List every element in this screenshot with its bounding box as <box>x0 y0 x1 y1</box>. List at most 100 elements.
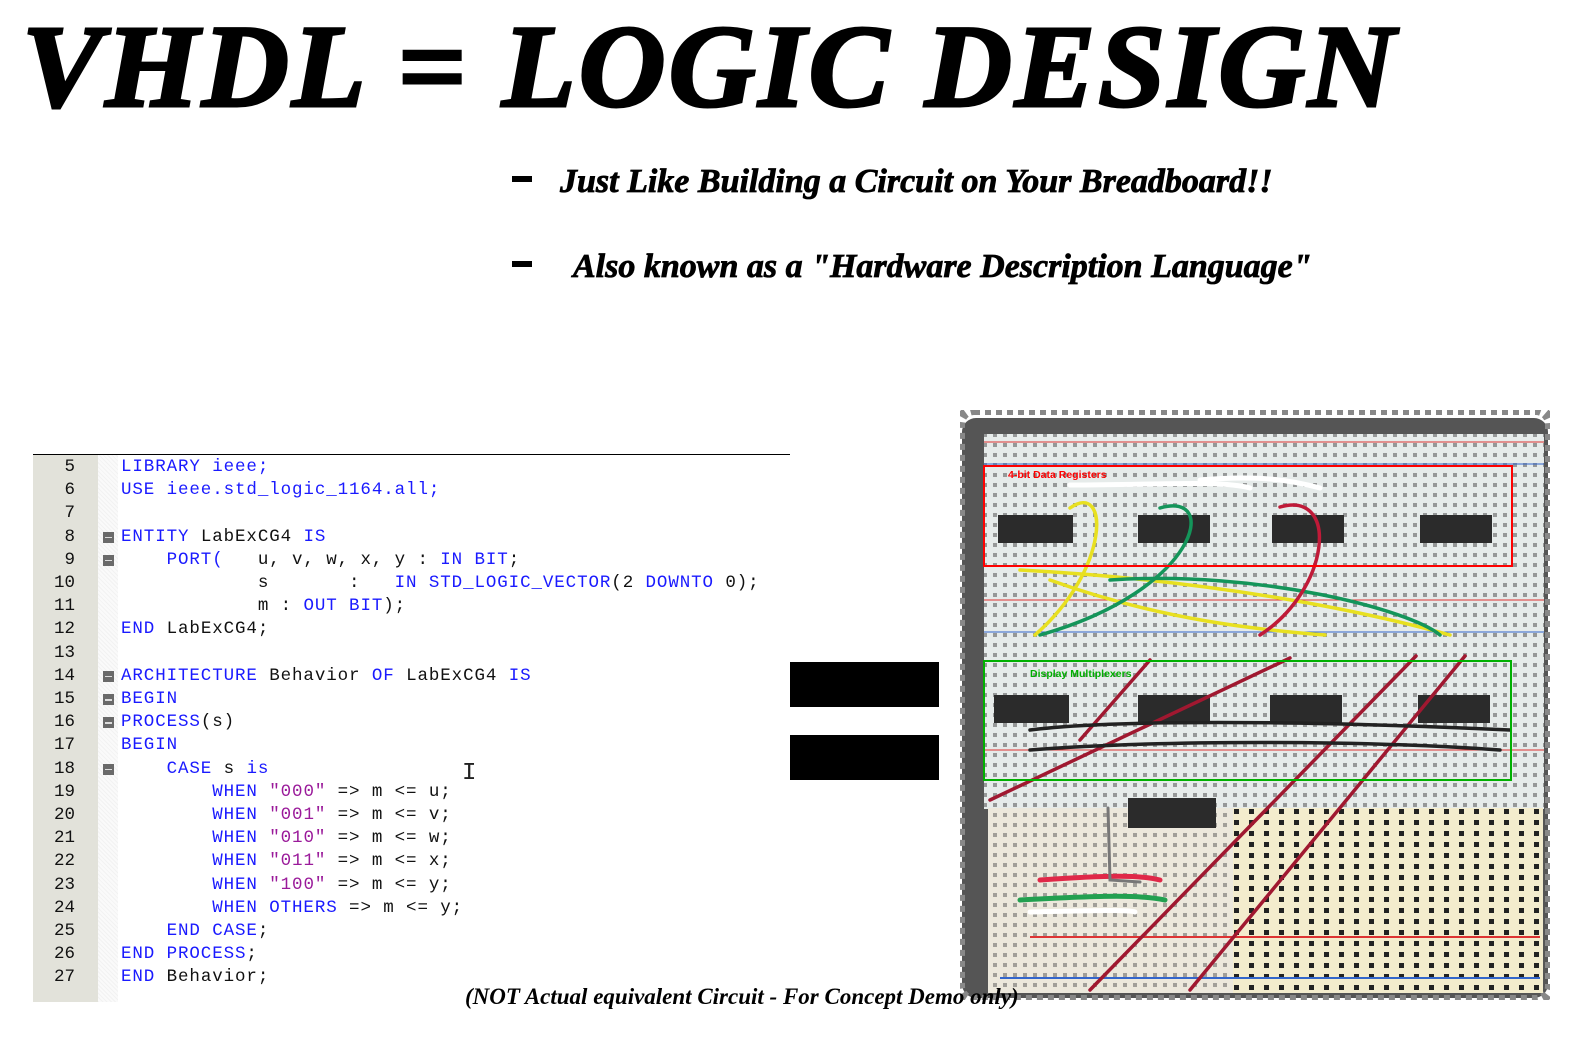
code-keyword: WHEN <box>121 805 270 825</box>
line-number: 22 <box>53 851 75 872</box>
code-keyword: WHEN <box>121 828 270 849</box>
code-keyword: PORT( <box>121 549 224 570</box>
multiplexers-box <box>983 660 1512 781</box>
line-number: 16 <box>53 712 75 733</box>
code-line[interactable]: 7 <box>33 502 790 525</box>
line-number: 7 <box>64 503 75 524</box>
line-number: 12 <box>53 619 75 640</box>
line-number: 24 <box>53 897 75 918</box>
code-line[interactable]: 19 WHEN "000" => m <= u; <box>33 781 790 804</box>
line-number-gutter <box>33 455 98 1002</box>
line-number: 20 <box>53 805 75 825</box>
line-number: 27 <box>53 967 75 988</box>
code-text: ENTITY LabExCG4 IS <box>121 526 326 549</box>
line-number: 10 <box>53 573 75 593</box>
fold-collapse-icon[interactable] <box>103 717 114 729</box>
code-line[interactable]: 14 ARCHITECTURE Behavior OF LabExCG4 IS <box>33 665 790 688</box>
code-text: USE ieee.std_logic_1164.all; <box>121 479 440 502</box>
code-keyword: WHEN <box>121 781 270 802</box>
code-token: s <box>212 758 247 779</box>
code-keyword: is <box>246 758 270 779</box>
code-line[interactable]: 20 WHEN "001" => m <= v; <box>33 804 790 827</box>
code-keyword: WHEN <box>121 851 270 872</box>
code-line[interactable]: 18 CASE s is <box>33 758 790 781</box>
line-number: 9 <box>64 549 75 570</box>
code-keyword: WHEN <box>121 874 270 895</box>
line-number: 14 <box>53 665 75 686</box>
code-token: => m <= x; <box>326 851 452 872</box>
code-string: "100" <box>269 874 327 895</box>
code-keyword: END PROCESS <box>121 944 247 965</box>
code-line[interactable]: 23 WHEN "100" => m <= y; <box>33 874 790 897</box>
code-line[interactable]: 10 s : IN STD_LOGIC_VECTOR(2 DOWNTO 0); <box>33 572 790 595</box>
line-number: 17 <box>53 735 75 756</box>
line-number: 6 <box>64 480 75 501</box>
code-keyword: ENTITY <box>121 526 190 547</box>
fold-collapse-icon[interactable] <box>103 670 114 682</box>
code-token: => m <= w; <box>326 828 452 849</box>
code-token: 0); <box>713 573 760 593</box>
code-token: LabExCG4 <box>394 665 509 686</box>
code-token: LabExCG4 <box>189 526 304 547</box>
equals-bar-bottom <box>790 735 939 780</box>
fold-collapse-icon[interactable] <box>103 531 114 543</box>
code-text: WHEN "001" => m <= v; <box>121 804 452 827</box>
code-string: "010" <box>269 828 327 849</box>
code-line[interactable]: 6 USE ieee.std_logic_1164.all; <box>33 479 790 502</box>
code-keyword: IS <box>303 526 327 547</box>
registers-label: 4-bit Data Registers <box>1008 469 1107 481</box>
code-token: s : <box>121 573 395 593</box>
code-line[interactable]: 11 m : OUT BIT); <box>33 595 790 618</box>
line-number: 25 <box>53 921 75 941</box>
breadboard-circuit-photo: 4-bit Data Registers Display Multiplexer… <box>960 410 1550 1000</box>
code-text: s : IN STD_LOGIC_VECTOR(2 DOWNTO 0); <box>121 572 760 595</box>
code-keyword: BEGIN <box>121 735 179 756</box>
code-text: ARCHITECTURE Behavior OF LabExCG4 IS <box>121 665 532 688</box>
code-token: ; <box>246 944 258 965</box>
code-line[interactable]: 17 BEGIN <box>33 734 790 757</box>
code-line[interactable]: 22 WHEN "011" => m <= x; <box>33 850 790 873</box>
fold-collapse-icon[interactable] <box>103 763 114 775</box>
code-keyword: DOWNTO <box>645 573 714 593</box>
code-keyword: USE ieee.std_logic_1164.all; <box>121 480 441 501</box>
code-text: END CASE; <box>121 920 269 943</box>
line-number: 21 <box>53 828 75 849</box>
code-keyword: WHEN OTHERS <box>121 897 338 918</box>
code-line[interactable]: 25 END CASE; <box>33 920 790 943</box>
code-text: CASE s is <box>121 758 269 781</box>
fold-margin <box>98 455 118 1002</box>
line-number: 13 <box>53 642 75 663</box>
fold-collapse-icon[interactable] <box>103 694 114 705</box>
code-text: WHEN "010" => m <= w; <box>121 827 452 850</box>
code-line[interactable]: 24 WHEN OTHERS => m <= y; <box>33 897 790 920</box>
code-token: ; <box>508 549 521 570</box>
code-keyword: OUT BIT <box>303 596 384 617</box>
code-token: m : <box>121 596 304 617</box>
line-number: 15 <box>53 689 75 709</box>
fold-collapse-icon[interactable] <box>103 554 114 566</box>
code-line[interactable]: 13 <box>33 642 790 665</box>
code-token: => m <= y; <box>337 897 464 918</box>
line-number: 18 <box>53 758 75 779</box>
code-string: "000" <box>269 781 327 802</box>
code-token: Behavior <box>257 665 372 686</box>
line-number: 23 <box>53 874 75 895</box>
code-keyword: IN BIT <box>440 549 509 570</box>
code-text: LIBRARY ieee; <box>121 456 269 479</box>
code-line[interactable]: 9 PORT( u, v, w, x, y : IN BIT; <box>33 549 790 572</box>
code-line[interactable]: 21 WHEN "010" => m <= w; <box>33 827 790 850</box>
code-text: WHEN "000" => m <= u; <box>121 781 452 804</box>
code-text: PORT( u, v, w, x, y : IN BIT; <box>121 549 520 572</box>
code-token: ); <box>383 596 407 617</box>
text-cursor-icon: I <box>462 760 477 787</box>
code-token: => m <= y; <box>326 874 452 895</box>
code-token: u, v, w, x, y : <box>223 549 441 570</box>
